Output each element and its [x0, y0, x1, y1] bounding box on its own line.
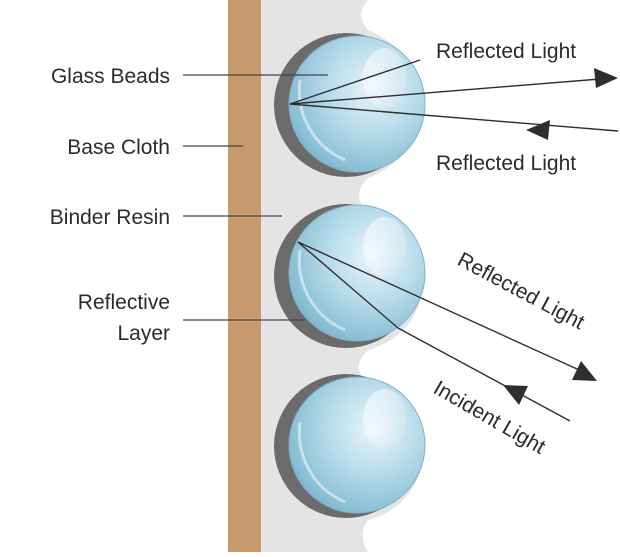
ray-top-in [289, 103, 619, 132]
glass-bead-top [288, 35, 426, 173]
label-base-cloth: Base Cloth [67, 136, 170, 159]
arrow-top-out [594, 68, 618, 88]
label-reflective-layer-line1: Reflective [78, 291, 170, 314]
arrow-mid-incident [503, 385, 528, 405]
ray-top-out [289, 78, 601, 105]
label-ray-top-incoming: Reflected Light [436, 152, 576, 175]
glass-bead-bottom [288, 376, 426, 514]
label-binder-resin: Binder Resin [50, 206, 170, 229]
arrow-mid-reflected [572, 361, 597, 381]
ray-mid-incident [297, 241, 399, 329]
arrow-top-in [526, 120, 550, 140]
ray-mid-incident-outer [397, 327, 571, 422]
base-cloth [228, 0, 261, 552]
glass-bead-mid [288, 204, 426, 342]
ray-mid-reflected [297, 241, 589, 375]
ray-top-inner [289, 59, 421, 105]
label-ray-mid-incident: Incident Light [430, 376, 550, 458]
label-glass-beads: Glass Beads [51, 65, 170, 88]
label-ray-top-outgoing: Reflected Light [436, 40, 576, 63]
label-reflective-layer-line2: Layer [117, 322, 170, 345]
